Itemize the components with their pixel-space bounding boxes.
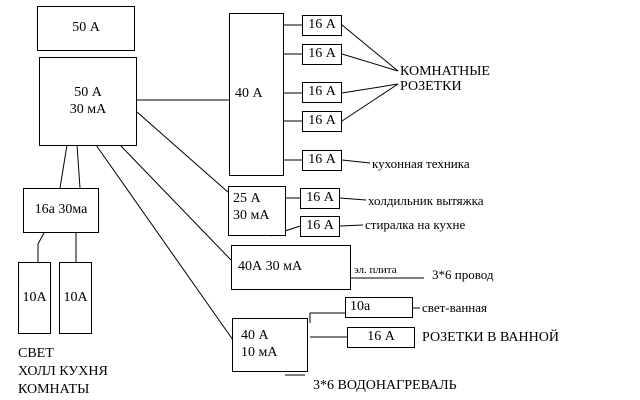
rcd-stove: 40А 30 мА	[231, 245, 351, 290]
room-outlets-line-2: РОЗЕТКИ	[400, 79, 462, 95]
panel-40a: 40 А	[229, 13, 284, 176]
rcd-bath-leakage: 10 мА	[241, 345, 278, 360]
wire-outlet-label-3	[341, 83, 399, 94]
rcd-bath: 40 А 10 мА	[232, 318, 308, 372]
wire-washer-label	[339, 224, 364, 227]
wire-fridge-label	[339, 197, 367, 201]
outlet-breaker-1: 16 А	[302, 15, 342, 36]
fridge-breaker: 16 А	[300, 188, 340, 209]
stove-label: эл. плита	[354, 264, 397, 276]
bath-light-label: свет-ванная	[422, 300, 488, 315]
rcd-25a-rating: 25 А	[233, 191, 261, 206]
rcd-bath-rating: 40 А	[241, 328, 269, 344]
washer-breaker: 16 А	[300, 216, 340, 237]
main-breaker-label: 50 А	[72, 20, 100, 36]
room-outlets-line-1: КОМНАТНЫЕ	[400, 64, 490, 79]
fridge-breaker-label: 16 А	[306, 190, 334, 206]
wire-rcd-to-stove	[119, 144, 232, 261]
outlet-breaker-4: 16 А	[302, 111, 342, 132]
kitchen-tech-label: кухонная техника	[372, 156, 470, 171]
rcd-25a-leakage: 30 мА	[233, 207, 270, 223]
outlet-breaker-2-label: 16 А	[308, 46, 336, 62]
light-label-line-1: СВЕТ	[18, 346, 54, 361]
wire-rcd-to-bath	[95, 144, 234, 341]
outlet-breaker-1-label: 16 А	[308, 17, 336, 33]
room-outlets-label: КОМНАТНЫЕ РОЗЕТКИ	[400, 64, 490, 95]
light-breaker-1: 10А	[18, 262, 51, 334]
light-label: СВЕТ ХОЛЛ КУХНЯ КОМНАТЫ	[18, 345, 108, 400]
bath-outlets-breaker-label: 16 А	[367, 329, 395, 345]
wire-outlet-label-2	[341, 53, 399, 72]
rcd-main-leakage: 30 мА	[69, 101, 107, 117]
kitchen-tech-breaker-label: 16 А	[308, 152, 336, 168]
heater-label: 3*6 ВОДОНАГРЕВАЛЬ	[313, 378, 457, 393]
kitchen-tech-breaker: 16 А	[302, 150, 342, 171]
main-breaker: 50 А	[37, 6, 135, 51]
light-breaker-1-label: 10А	[22, 289, 47, 305]
outlet-breaker-3: 16 А	[302, 82, 342, 103]
light-label-line-2: ХОЛЛ КУХНЯ	[18, 364, 108, 380]
rcd-main: 50 А 30 мА	[39, 57, 137, 146]
bath-outlets-label: РОЗЕТКИ В ВАННОЙ	[422, 330, 559, 345]
wire-kitchen-label	[341, 159, 371, 164]
fridge-label: холдильник вытяжка	[368, 193, 484, 208]
light-breaker-2: 10А	[59, 262, 92, 334]
wire-rcd-light-1	[59, 144, 68, 189]
bath-outlets-breaker: 16 А	[347, 327, 415, 348]
rcd-light-label: 16а 30ма	[34, 202, 88, 218]
outlet-breaker-3-label: 16 А	[308, 84, 336, 100]
outlet-breaker-4-label: 16 А	[308, 113, 336, 129]
washer-label: стиралка на кухне	[365, 217, 466, 232]
wire-outlet-label-1	[341, 24, 399, 72]
washer-breaker-label: 16 А	[306, 218, 334, 234]
rcd-25a: 25 А 30 мА	[228, 186, 286, 236]
rcd-main-rating: 50 А	[74, 84, 102, 100]
light-breaker-2-label: 10А	[63, 289, 88, 305]
bath-light-breaker-label: 10а	[350, 299, 371, 315]
panel-40a-label: 40 А	[235, 86, 263, 102]
light-label-line-3: КОМНАТЫ	[18, 382, 90, 398]
outlet-breaker-2: 16 А	[302, 44, 342, 65]
wire-outlet-label-4	[341, 83, 399, 122]
rcd-light: 16а 30ма	[23, 188, 99, 233]
wire-rcd-light-2	[76, 144, 81, 189]
wire-bath-light	[309, 312, 345, 323]
rcd-stove-label: 40А 30 мА	[238, 259, 303, 275]
wire-rcd-to-25a	[136, 111, 230, 194]
stove-wire-label: 3*6 провод	[432, 267, 494, 282]
bath-light-breaker: 10а	[345, 297, 413, 318]
wire-light-1	[37, 232, 45, 262]
